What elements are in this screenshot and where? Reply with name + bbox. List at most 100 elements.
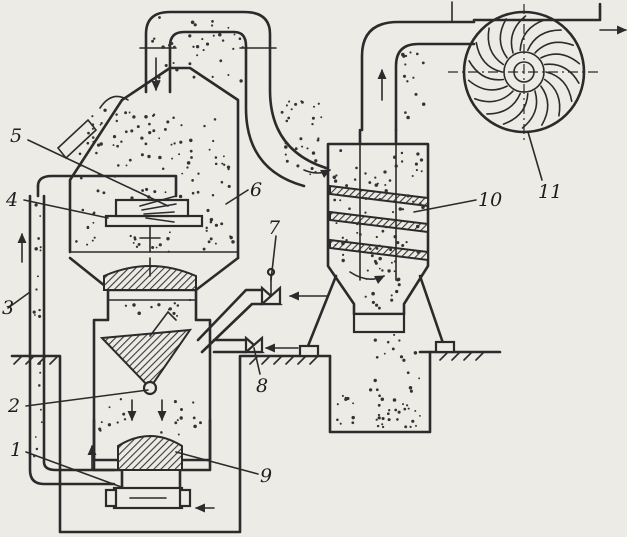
particle-dot — [421, 205, 425, 210]
particle-dot — [213, 118, 217, 121]
particle-dot — [333, 179, 338, 183]
particle-dot — [120, 140, 123, 143]
particle-dot — [176, 314, 178, 317]
particle-dot — [381, 269, 384, 272]
particle-dot — [342, 253, 345, 256]
particle-dot — [386, 340, 390, 344]
particle-dot — [166, 120, 170, 124]
particle-dot — [378, 244, 381, 248]
particle-dot — [398, 339, 401, 342]
particle-dot — [395, 289, 399, 294]
particle-dot — [145, 187, 149, 191]
particle-dot — [91, 127, 94, 130]
particle-dot — [167, 250, 170, 253]
particle-dot — [158, 16, 161, 19]
particle-dot — [311, 122, 314, 126]
particle-dot — [227, 26, 230, 29]
particle-dot — [214, 242, 217, 245]
particle-dot — [402, 54, 406, 58]
particle-dot — [406, 80, 409, 83]
particle-dot — [140, 153, 144, 157]
particle-dot — [116, 144, 119, 148]
particle-dot — [140, 136, 144, 140]
fan-blade — [543, 63, 580, 84]
particle-dot — [214, 156, 218, 159]
particle-dot — [157, 76, 161, 79]
flow-arrows — [17, 57, 387, 513]
particle-dot — [358, 233, 362, 236]
particle-dot — [223, 163, 226, 166]
particle-dot — [95, 151, 98, 155]
fan-blade — [519, 19, 546, 52]
callout-4: 4 — [5, 189, 18, 211]
particle-dot — [341, 394, 344, 397]
particle-dot — [355, 166, 358, 170]
particle-dot — [316, 138, 320, 142]
particle-dot — [201, 38, 204, 41]
particle-dot — [209, 237, 213, 241]
particle-dot — [368, 388, 373, 392]
particle-dot — [38, 314, 42, 318]
particle-dot — [171, 157, 174, 160]
particle-dot — [284, 145, 288, 149]
particle-dot — [341, 236, 344, 239]
particle-dot — [178, 153, 181, 156]
particle-dot — [314, 159, 318, 163]
particle-dot — [91, 136, 95, 139]
particle-dot — [393, 155, 397, 159]
particle-dot — [172, 311, 176, 315]
particle-dot — [188, 62, 192, 66]
particle-dot — [238, 37, 242, 40]
particle-dot — [91, 123, 95, 127]
particle-dot — [186, 166, 189, 169]
particle-dot — [150, 305, 153, 309]
particle-dot — [220, 222, 224, 226]
inlet-pipe-7 — [196, 267, 283, 354]
particle-dot — [37, 361, 42, 365]
particle-dot — [38, 384, 41, 387]
particle-dot — [192, 401, 195, 404]
inlet-pipe-8 — [212, 335, 265, 354]
particle-dot — [164, 63, 168, 68]
particle-dot — [401, 208, 405, 211]
particle-dot — [166, 237, 170, 241]
fan-blade — [474, 90, 514, 103]
particle-dot — [412, 200, 415, 203]
particle-dot — [284, 153, 287, 156]
particle-dot — [370, 254, 374, 258]
particle-dot — [192, 416, 196, 420]
particle-dot — [416, 152, 420, 156]
particle-dot — [396, 241, 400, 245]
particle-dot — [211, 24, 214, 27]
particle-dot — [37, 237, 40, 240]
particle-dot — [415, 224, 420, 229]
particle-dot — [334, 244, 337, 246]
particle-dot — [383, 170, 387, 174]
particle-dot — [75, 240, 78, 243]
particle-dot — [421, 102, 426, 106]
particle-dot — [384, 225, 388, 229]
particle-dot — [170, 41, 174, 46]
particle-dot — [203, 124, 206, 128]
particle-dot — [124, 130, 128, 134]
particle-dot — [221, 39, 225, 42]
particle-dot — [190, 156, 193, 159]
particle-dot — [335, 174, 338, 177]
particle-dot — [222, 155, 225, 158]
particle-dot — [364, 172, 367, 175]
particle-dot — [381, 425, 385, 429]
callout-8: 8 — [256, 375, 268, 397]
particle-dot — [144, 142, 148, 146]
particle-dot — [399, 355, 404, 359]
particle-dot — [79, 176, 83, 180]
particle-dot — [285, 119, 289, 123]
particle-dot — [288, 100, 291, 103]
particle-dot — [189, 138, 193, 143]
particle-dot — [39, 215, 42, 217]
particle-dot — [301, 145, 304, 148]
particle-dot — [397, 410, 401, 414]
particle-dot — [339, 149, 343, 153]
particle-dot — [356, 231, 359, 234]
particle-dot — [378, 197, 382, 202]
particle-dot — [404, 63, 407, 66]
